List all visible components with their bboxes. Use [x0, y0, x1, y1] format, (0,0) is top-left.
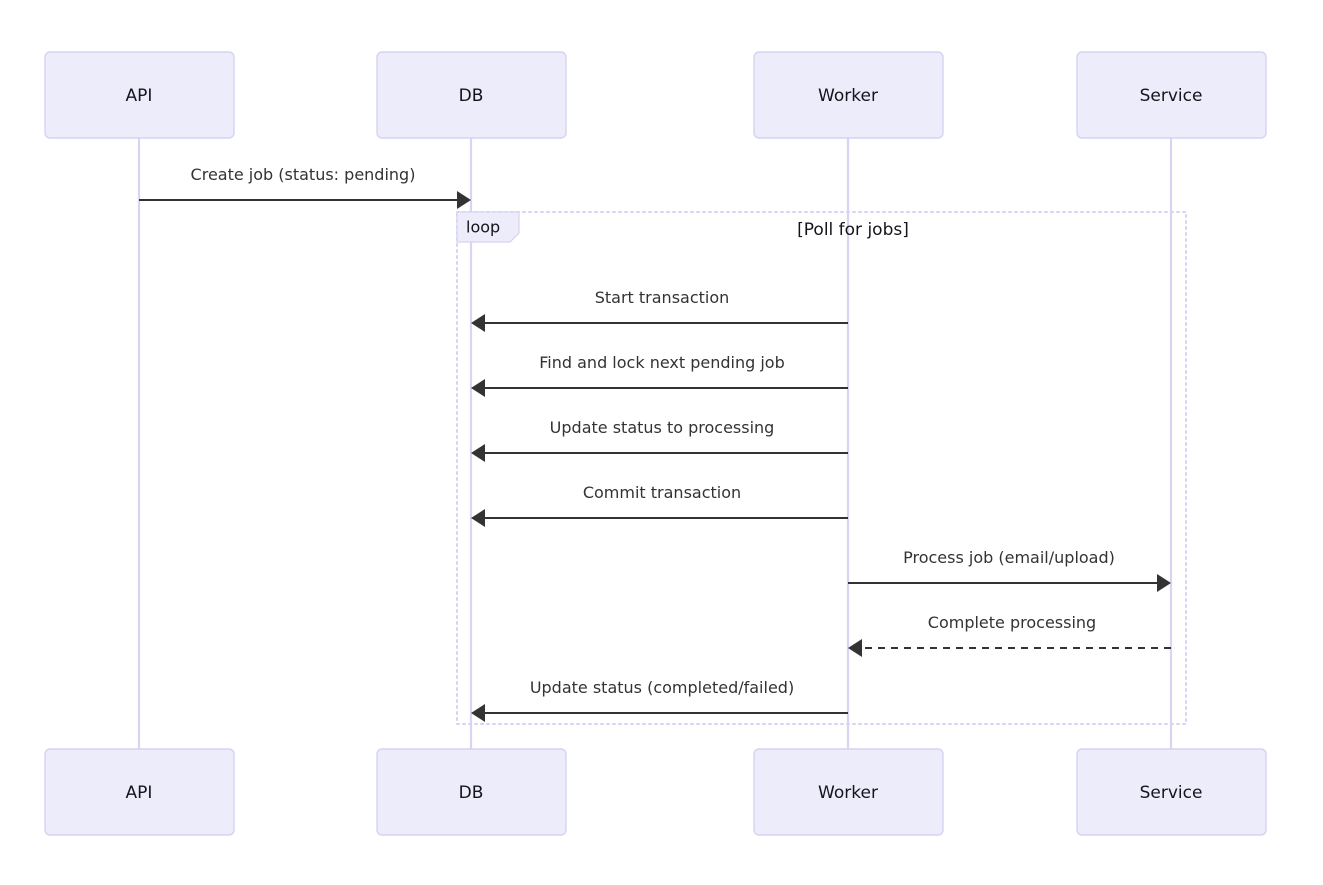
participant-box-db-bottom[interactable] [376, 748, 567, 836]
message-arrowhead-m7 [848, 639, 862, 657]
participant-box-worker-bottom[interactable] [753, 748, 944, 836]
participants-bottom-layer: API DB Worker Service [44, 748, 1267, 836]
participant-label-db-bottom: DB [459, 783, 484, 803]
frame-condition-loop-poll: [Poll for jobs] [797, 220, 909, 240]
message-m5: Commit transaction [471, 483, 848, 527]
participant-label-service-bottom: Service [1140, 783, 1203, 803]
message-m3: Find and lock next pending job [471, 353, 848, 397]
participant-db-top[interactable]: DB [376, 51, 567, 139]
message-arrowhead-m4 [471, 444, 485, 462]
participant-api-bottom[interactable]: API [44, 748, 235, 836]
participant-label-worker-top: Worker [818, 86, 878, 106]
message-m1: Create job (status: pending) [139, 165, 471, 209]
message-arrowhead-m3 [471, 379, 485, 397]
participant-worker-bottom[interactable]: Worker [753, 748, 944, 836]
participant-service-bottom[interactable]: Service [1076, 748, 1267, 836]
frame-loop-poll [456, 211, 1187, 725]
frames-layer: loop [Poll for jobs] [456, 211, 1187, 725]
message-label-m8: Update status (completed/failed) [530, 678, 794, 697]
message-arrowhead-m1 [457, 191, 471, 209]
message-arrowhead-m5 [471, 509, 485, 527]
participant-box-api-top[interactable] [44, 51, 235, 139]
message-arrowhead-m6 [1157, 574, 1171, 592]
participant-label-service-top: Service [1140, 86, 1203, 106]
participant-worker-top[interactable]: Worker [753, 51, 944, 139]
participant-label-db-top: DB [459, 86, 484, 106]
frame-tag-loop-poll [456, 211, 520, 243]
message-m7: Complete processing [848, 613, 1171, 657]
participants-top-layer: API DB Worker Service [44, 51, 1267, 139]
message-m6: Process job (email/upload) [848, 548, 1171, 592]
frame-tag-label-loop-poll: loop [466, 218, 500, 237]
participant-label-api-top: API [126, 86, 153, 106]
participant-label-api-bottom: API [126, 783, 153, 803]
messages-layer: Create job (status: pending) Start transa… [139, 165, 1171, 722]
participant-box-api-bottom[interactable] [44, 748, 235, 836]
participant-box-service-top[interactable] [1076, 51, 1267, 139]
message-m4: Update status to processing [471, 418, 848, 462]
participant-box-service-bottom[interactable] [1076, 748, 1267, 836]
message-label-m4: Update status to processing [550, 418, 775, 437]
message-arrowhead-m8 [471, 704, 485, 722]
participant-label-worker-bottom: Worker [818, 783, 878, 803]
message-label-m6: Process job (email/upload) [903, 548, 1115, 567]
participant-db-bottom[interactable]: DB [376, 748, 567, 836]
lifelines-layer [137, 138, 1173, 749]
participant-service-top[interactable]: Service [1076, 51, 1267, 139]
message-label-m1: Create job (status: pending) [191, 165, 416, 184]
message-m8: Update status (completed/failed) [471, 678, 848, 722]
message-label-m5: Commit transaction [583, 483, 741, 502]
message-label-m3: Find and lock next pending job [539, 353, 784, 372]
message-label-m7: Complete processing [928, 613, 1096, 632]
participant-box-db-top[interactable] [376, 51, 567, 139]
message-arrowhead-m2 [471, 314, 485, 332]
participant-box-worker-top[interactable] [753, 51, 944, 139]
participant-api-top[interactable]: API [44, 51, 235, 139]
message-m2: Start transaction [471, 288, 848, 332]
message-label-m2: Start transaction [595, 288, 730, 307]
